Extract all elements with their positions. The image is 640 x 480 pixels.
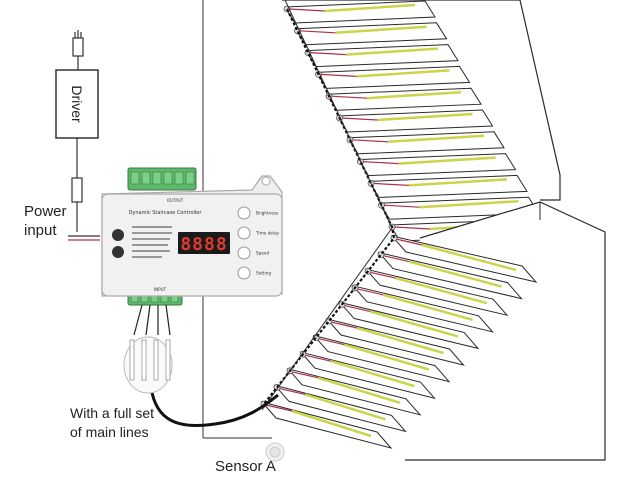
controller-button-4[interactable] (237, 266, 251, 280)
led-wire (299, 30, 336, 34)
controller-fine-print (132, 226, 172, 258)
led-display-digits: 8888 (180, 234, 227, 255)
power-input-line2: input (24, 222, 57, 239)
led-wire (372, 182, 410, 186)
led-wire (304, 354, 332, 362)
lower-step (325, 318, 465, 366)
main-lines-line2: of main lines (70, 424, 149, 440)
led-strip (345, 47, 439, 56)
staircase (260, 0, 606, 461)
led-wire (320, 73, 357, 77)
led-strip (408, 178, 508, 187)
controller-button-label-2: Time delay (255, 231, 280, 236)
driver-adapter: Driver (55, 30, 99, 232)
output-terminal-screw (141, 171, 151, 185)
led-wire (369, 271, 397, 279)
led-strip (291, 409, 372, 438)
controller-port-top (112, 229, 124, 241)
led-display (178, 232, 230, 254)
led-strip (377, 112, 473, 122)
driver-label: Driver (69, 85, 85, 123)
led-wire (291, 371, 319, 379)
led-strip (366, 90, 462, 100)
led-wire (351, 139, 389, 143)
output-terminal-screw (174, 171, 184, 185)
main-line-leads (133, 304, 171, 336)
led-wire (288, 8, 326, 12)
led-strip (356, 69, 450, 78)
led-strip (330, 360, 415, 388)
power-input-label: Power input (24, 202, 94, 240)
sensor-a-label: Sensor A (215, 458, 276, 475)
main-lines-line1: With a full set (70, 405, 155, 421)
controller-button-label-1: Brightness (256, 211, 278, 216)
led-wire (330, 321, 358, 329)
led-wire (309, 52, 347, 56)
led-wire (382, 255, 410, 263)
staircase-controller: Dynamic Staircase Controller OUTPUT INPU… (101, 167, 283, 306)
led-strip (421, 243, 517, 272)
controller-button-1[interactable] (237, 206, 251, 220)
input-terminal-label: INPUT (154, 287, 167, 292)
led-wire (356, 288, 384, 296)
wire-connectors (123, 336, 173, 394)
lower-step (260, 401, 393, 449)
led-wire (317, 338, 345, 346)
lower-step (312, 334, 451, 383)
output-terminal-screw (185, 171, 195, 185)
sensor-a (265, 442, 285, 462)
output-terminal-screw (152, 171, 162, 185)
led-wire (265, 404, 293, 412)
led-strip (324, 3, 416, 13)
upper-stringer (284, 0, 393, 229)
led-strip (408, 260, 502, 288)
lower-step (286, 367, 422, 416)
controller-button-3[interactable] (237, 246, 251, 260)
controller-button-label-4: Setting (256, 271, 271, 276)
led-strip (304, 393, 386, 421)
lower-stringer (261, 227, 393, 411)
led-wire (395, 238, 423, 246)
stair-main-line (263, 8, 396, 405)
main-lines-label: With a full set of main lines (70, 404, 210, 442)
controller-title: Dynamic Staircase Controller (129, 210, 203, 216)
led-strip (395, 276, 488, 305)
led-strip (382, 293, 473, 322)
controller-button-2[interactable] (237, 226, 251, 240)
led-strip (343, 343, 430, 371)
output-terminal-screw (130, 171, 140, 185)
upper-flight-outline (282, 0, 561, 201)
led-wire (330, 95, 368, 99)
output-terminal-screw (163, 171, 173, 185)
controller-port-bottom (112, 246, 124, 258)
lower-step (299, 351, 436, 400)
led-wire (383, 204, 420, 208)
power-input-line1: Power (24, 203, 67, 220)
led-strip (387, 134, 485, 144)
led-strip (317, 376, 401, 404)
controller-button-label-3: Speed (256, 251, 269, 256)
led-wire (362, 161, 399, 165)
lower-step (273, 384, 407, 433)
lower-flight-side (405, 201, 606, 461)
led-wire (341, 117, 378, 121)
led-strip (356, 326, 444, 355)
main-line-cable (148, 371, 279, 428)
led-strip (335, 25, 427, 35)
led-wire (343, 304, 371, 312)
led-strip (369, 310, 459, 338)
led-strip (398, 156, 496, 165)
led-wire (393, 226, 431, 230)
led-wire (278, 387, 306, 395)
led-strip (419, 199, 519, 209)
output-terminal-label: OUTPUT (167, 198, 184, 203)
